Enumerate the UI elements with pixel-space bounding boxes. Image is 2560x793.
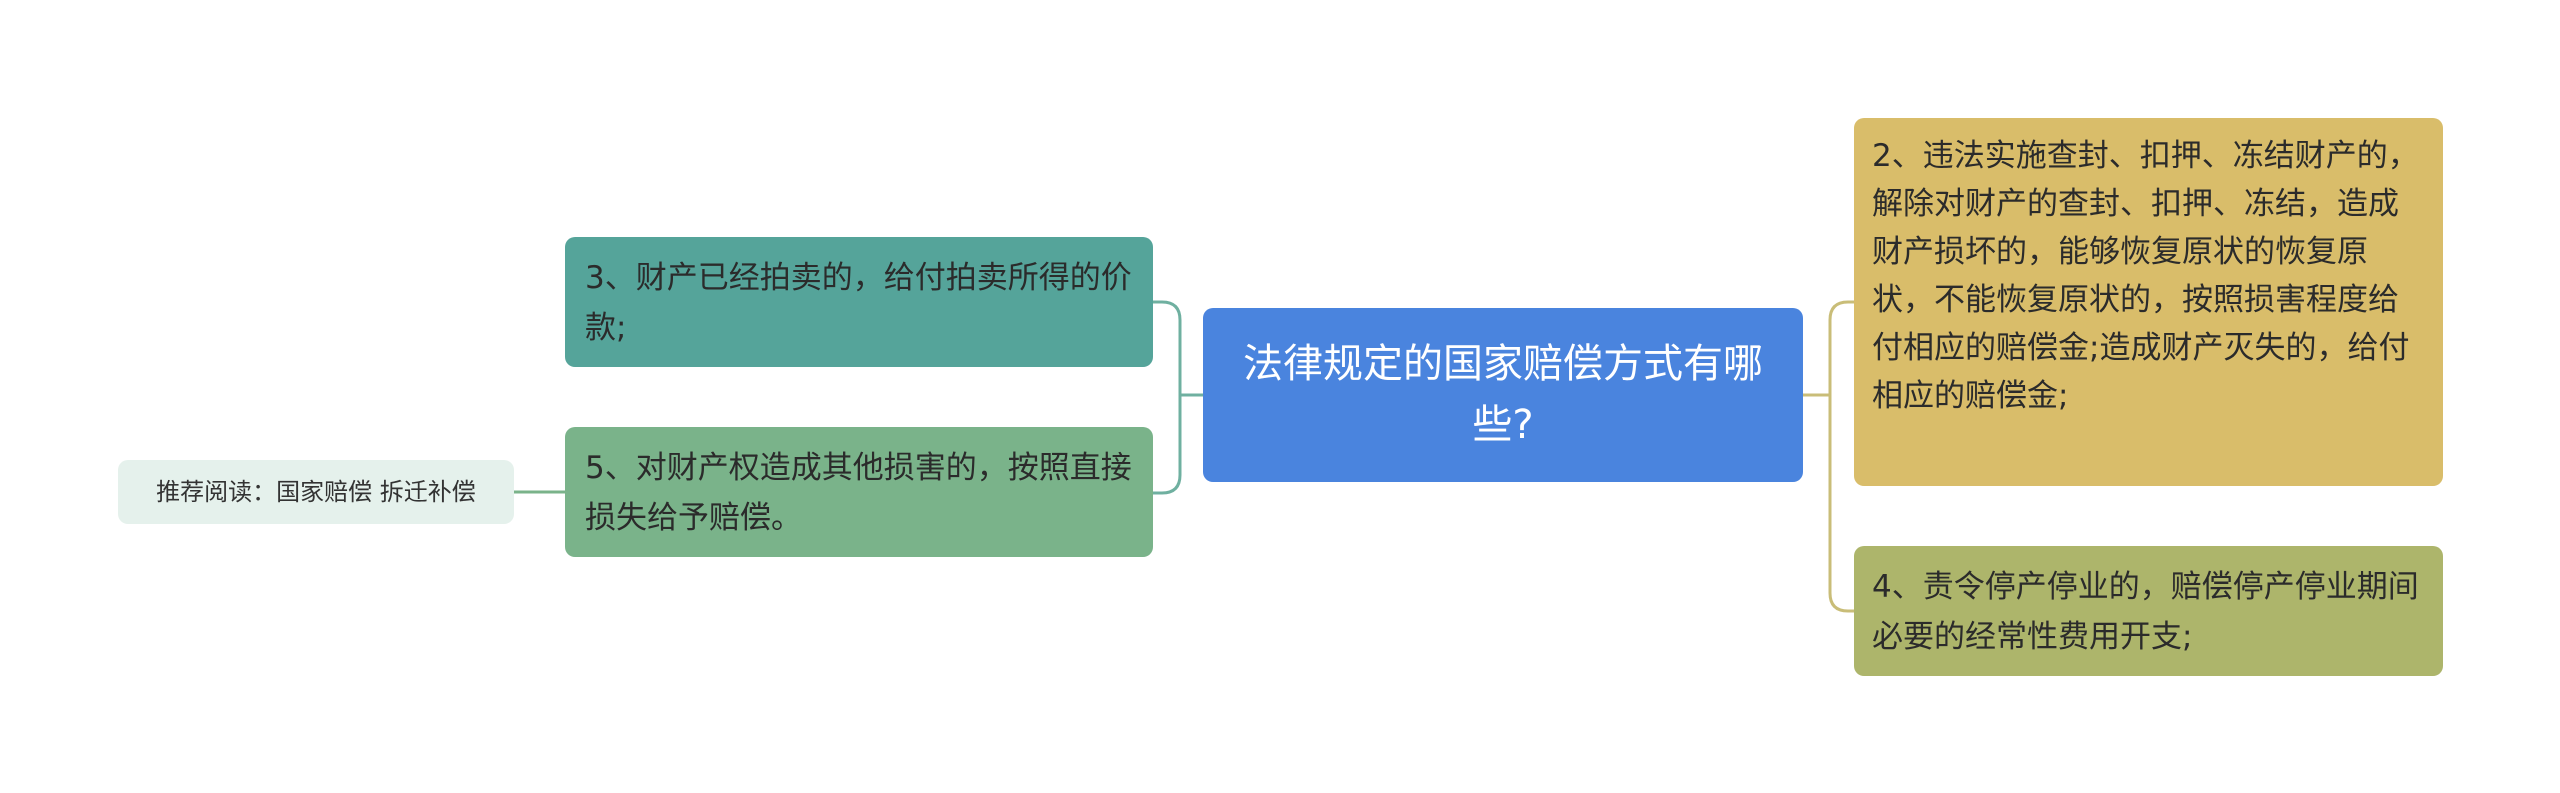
topic-node-4-text: 4、责令停产停业的，赔偿停产停业期间必要的经常性费用开支; (1872, 569, 2419, 656)
topic-node-5-text: 5、对财产权造成其他损害的，按照直接损失给予赔偿。 (585, 450, 1132, 537)
topic-node-3-text: 3、财产已经拍卖的，给付拍卖所得的价款; (585, 260, 1132, 347)
connector-root-right (1803, 300, 1854, 613)
connector-root-left (1153, 300, 1203, 495)
topic-node-2-text: 2、违法实施查封、扣押、冻结财产的，解除对财产的查封、扣押、冻结，造成财产损坏的… (1872, 138, 2419, 415)
topic-node-5[interactable]: 5、对财产权造成其他损害的，按照直接损失给予赔偿。 (565, 427, 1153, 557)
recommend-link[interactable]: 推荐阅读：国家赔偿 拆迁补偿 (118, 460, 514, 524)
recommend-link-text: 推荐阅读：国家赔偿 拆迁补偿 (156, 478, 476, 506)
topic-node-3[interactable]: 3、财产已经拍卖的，给付拍卖所得的价款; (565, 237, 1153, 367)
topic-node-4[interactable]: 4、责令停产停业的，赔偿停产停业期间必要的经常性费用开支; (1854, 546, 2443, 676)
root-topic[interactable]: 法律规定的国家赔偿方式有哪些? (1203, 308, 1803, 482)
root-topic-text: 法律规定的国家赔偿方式有哪些? (1243, 341, 1763, 448)
topic-node-2[interactable]: 2、违法实施查封、扣押、冻结财产的，解除对财产的查封、扣押、冻结，造成财产损坏的… (1854, 118, 2443, 486)
